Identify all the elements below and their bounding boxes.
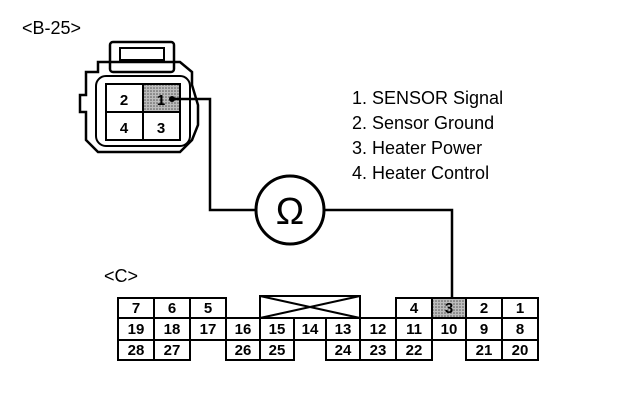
c-key-cross [259,295,361,319]
c-pin-cell [395,339,433,361]
connector-c [117,295,539,361]
c-pin-cell [153,339,191,361]
c-pin-label: 22 [406,342,423,359]
c-pin-label: 13 [335,321,352,338]
c-pin-label: 5 [204,300,212,317]
c-pin-label: 27 [164,342,181,359]
c-pin-label: 14 [302,321,319,338]
b25-pin-cell [105,111,144,141]
c-pin-label: 24 [335,342,352,359]
b25-pin-cell [142,111,181,141]
c-pin-label: 25 [269,342,286,359]
c-pin-label: 28 [128,342,145,359]
ohm-symbol: Ω [276,191,304,233]
c-pin-label: 12 [370,321,387,338]
legend-item: 4. Heater Control [352,163,489,183]
c-pin-label: 9 [480,321,488,338]
c-pin-label: 20 [512,342,529,359]
c-pin-label: 3 [445,300,453,317]
c-pin-label: 1 [516,300,524,317]
legend-item: 2. Sensor Ground [352,113,494,133]
c-pin-label: 2 [480,300,488,317]
pin-legend: 1. SENSOR Signal 2. Sensor Ground 3. Hea… [352,88,503,183]
c-pin-label: 4 [410,300,419,317]
probe-wire [172,97,454,298]
c-pin-label: 8 [516,321,524,338]
connector-b25-pins [105,83,181,141]
legend-item: 3. Heater Power [352,138,482,158]
ohmmeter: Ω [254,174,326,246]
c-pin-label: 11 [406,321,422,338]
connector-b25-label: <B-25> [22,18,81,38]
c-pin-label: 21 [476,342,493,359]
c-pin-label: 10 [441,321,458,338]
c-pin-label: 19 [128,321,145,338]
ohmmeter-circle [254,174,326,246]
c-pin-label: 7 [132,300,140,317]
b25-pin-label: 3 [157,120,165,137]
c-pin-cell [259,339,295,361]
c-pin-label: 23 [370,342,387,359]
c-pin-label: 6 [168,300,176,317]
connector-c-label: <C> [104,266,138,286]
c-pin-label: 18 [164,321,181,338]
c-pin-label: 15 [269,321,286,338]
c-pin-label: 16 [235,321,252,338]
legend-item: 1. SENSOR Signal [352,88,503,108]
c-pin-label: 26 [235,342,252,359]
probe-tip [169,96,175,102]
c-pin-label: 17 [200,321,217,338]
c-pin-cell [501,339,539,361]
b25-pin-label: 4 [120,120,129,137]
b25-pin-label: 2 [120,92,128,109]
b25-pin-label: 1 [157,92,165,109]
